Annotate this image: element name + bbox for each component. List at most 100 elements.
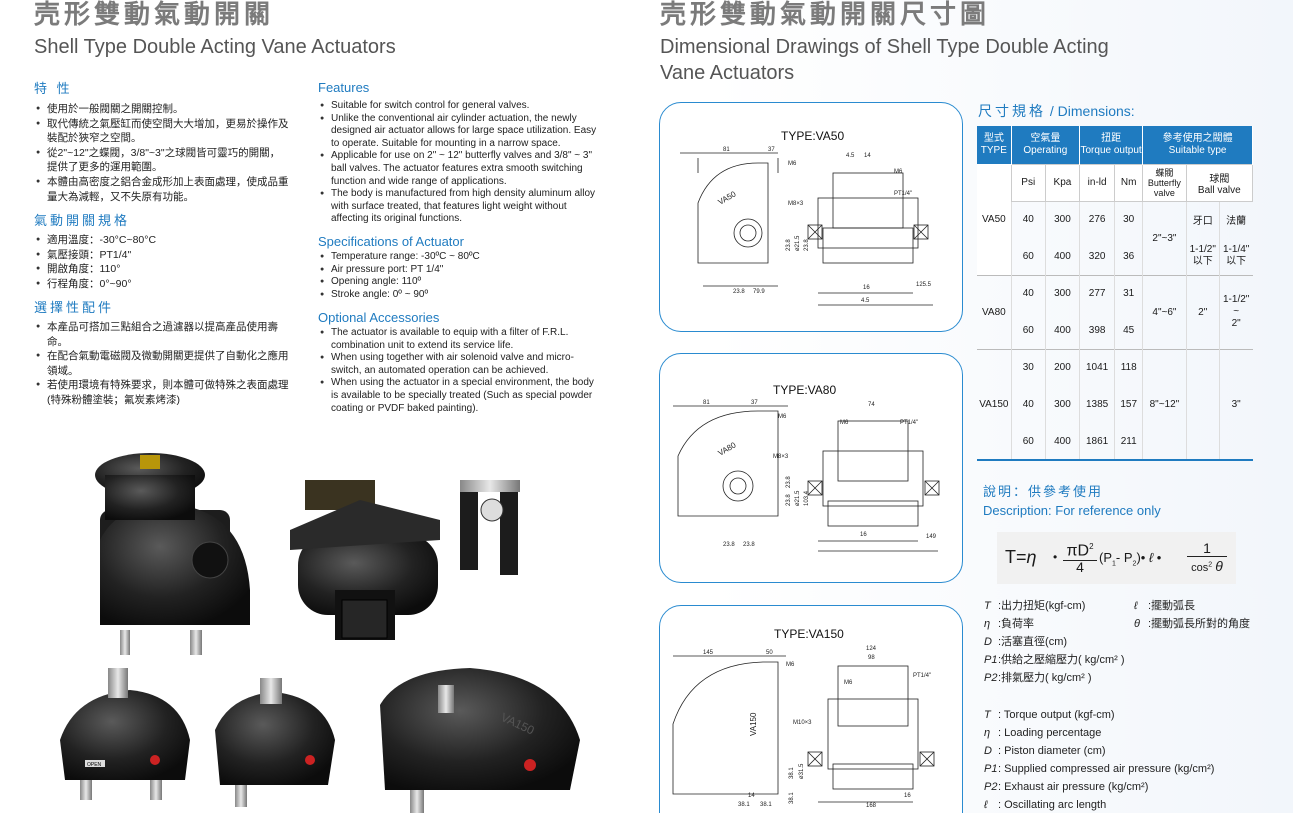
cell-inld: 320: [1079, 238, 1115, 275]
dim-label: 23.8: [786, 494, 792, 506]
dim-label: 37: [768, 147, 775, 153]
cell-inld: 398: [1079, 312, 1115, 349]
formula-cos-denominator: cos2 θ: [1191, 558, 1223, 574]
list-item: The actuator is available to equip with …: [318, 327, 603, 352]
cell-nm: 157: [1114, 386, 1143, 423]
table-row: VA150 30 200 1041 118 8"~12" 3": [977, 349, 1253, 460]
dim-label: 103.4: [804, 490, 810, 506]
th-psi: Psi: [1010, 163, 1046, 202]
dim-label: PT1/4": [900, 420, 918, 426]
cell-kpa: 400: [1044, 423, 1080, 460]
dim-label: ø21.5: [795, 235, 801, 251]
dim-label: 14: [748, 793, 755, 799]
dim-label: 50: [766, 650, 773, 656]
cell-nm: 118: [1114, 349, 1143, 386]
dim-label: M6: [840, 420, 849, 426]
va50-drawing-svg: 81 37 M6 4.5 14 M6 PT1/4" M8×3 23.8 ø21.…: [680, 147, 933, 306]
formula-denominator: 4: [1076, 559, 1084, 575]
dim-label: M10×3: [793, 720, 812, 726]
legend-item: ℓ:擺動弧長: [1134, 600, 1196, 612]
formula-pressure-term: (P1- P2)• ℓ •: [1099, 550, 1162, 568]
spec-zh-list: 適用溫度：-30°C~80°C 氣壓接頭：PT1/4" 開啟角度：110° 行程…: [34, 233, 289, 291]
dimensions-heading-en: Dimensions:: [1057, 103, 1135, 119]
spec-zh-section: 氣動開關規格 適用溫度：-30°C~80°C 氣壓接頭：PT1/4" 開啟角度：…: [34, 210, 289, 291]
cell-inld: 277: [1079, 275, 1115, 312]
list-item: Air pressure port: PT 1/4": [318, 264, 603, 277]
acc-en-heading: Optional Accessories: [318, 310, 440, 325]
list-item: Applicable for use on 2" ~ 12" butterfly…: [318, 150, 603, 188]
acc-en-list: The actuator is available to equip with …: [318, 327, 603, 415]
features-zh-list: 使用於一般閥關之開關控制。 取代傳統之氣壓缸而使空間大大增加，更易於操作及裝配於…: [34, 102, 289, 204]
features-zh-heading: 特 性: [34, 81, 73, 96]
legend-item: P1: Supplied compressed air pressure (kg…: [984, 763, 1215, 775]
acc-zh-heading: 選擇性配件: [34, 300, 115, 315]
note-en: Description: For reference only: [983, 503, 1161, 518]
product-photos: OPEN VA150: [60, 453, 580, 813]
list-item: The body is manufactured from high densi…: [318, 188, 603, 226]
formula-lhs: T=η: [1005, 547, 1037, 567]
list-item: 取代傳統之氣壓缸而使空間大大增加，更易於操作及裝配於狹窄之空間。: [34, 117, 289, 146]
actuator-small-photo: OPEN: [60, 668, 190, 800]
acc-zh-list: 本產品可搭加三點組合之過濾器以提高產品使用壽命。 在配合氣動電磁閥及微動開關更提…: [34, 320, 289, 408]
dim-label: ø21.5: [795, 490, 801, 506]
dimensions-heading-sep: /: [1049, 103, 1054, 119]
drawing-type-label: TYPE:VA150: [774, 627, 844, 641]
list-item: 本體由高密度之鋁合金成形加上表面處理，使成品重量大為減輕，又不失原有功能。: [34, 175, 289, 204]
cell-ball-b: 1-1/4"以下: [1218, 238, 1253, 275]
list-item: When using the actuator in a special env…: [318, 377, 603, 415]
formula-numerator: πD2: [1063, 538, 1097, 562]
dim-label: PT1/4": [913, 673, 931, 679]
left-en-title: Shell Type Double Acting Vane Actuators: [34, 36, 396, 58]
formula-dot: •: [1053, 550, 1058, 564]
dim-label: 81: [723, 147, 730, 153]
dim-label: 23.8: [723, 542, 735, 548]
list-item: 行程角度：0°~90°: [34, 277, 289, 292]
dim-label: M8×3: [788, 201, 804, 207]
dim-label: M6: [778, 414, 787, 420]
dim-label: 38.1: [789, 792, 795, 804]
table-row: 60 400 1861 211: [977, 423, 1253, 460]
dim-label: 14: [864, 153, 871, 159]
cell-inld: 1385: [1079, 386, 1115, 423]
spec-en-list: Temperature range: -30ºC ~ 80ºC Air pres…: [318, 251, 603, 301]
actuator-medium-photo: [215, 678, 335, 807]
right-en-title-line2: Vane Actuators: [660, 62, 795, 84]
th-inld: in-ld: [1079, 163, 1116, 202]
cell-model: VA80: [981, 306, 1006, 318]
cell-ball-a: [1185, 349, 1220, 460]
cell-psi: 30: [1010, 349, 1046, 386]
features-en-list: Suitable for switch control for general …: [318, 100, 603, 226]
cell-butterfly: 8"~12": [1142, 349, 1187, 460]
dim-label: ø31.5: [799, 763, 805, 779]
cell-psi: 40: [1010, 386, 1046, 423]
legend-en: T: Torque output (kgf-cm) η: Loading per…: [984, 706, 1284, 813]
cell-psi: 40: [1010, 201, 1046, 238]
dim-label: 38.1: [760, 802, 772, 808]
dim-label: PT1/4": [894, 191, 912, 197]
dim-label: 4.5: [861, 298, 870, 304]
dim-label: 23.8: [804, 239, 810, 251]
list-item: Suitable for switch control for general …: [318, 100, 603, 113]
cell-kpa: 400: [1044, 312, 1080, 349]
cell-butterfly: 2"~3": [1142, 201, 1187, 275]
cell-kpa: 300: [1044, 275, 1080, 312]
cell-inld: 1861: [1079, 423, 1115, 460]
cell-ball-a: 2": [1185, 275, 1220, 349]
list-item: Stroke angle: 0º ~ 90º: [318, 289, 603, 302]
actuator-with-switchbox-photo: [95, 453, 250, 655]
cell-nm: 30: [1114, 201, 1143, 238]
dim-label: 16: [860, 532, 867, 538]
cell-psi: 60: [1010, 423, 1046, 460]
drawing-model-mark: VA50: [717, 189, 738, 207]
cell-ball-a: 牙口: [1185, 201, 1220, 238]
features-en-section: Features Suitable for switch control for…: [318, 80, 603, 226]
cell-kpa: 400: [1044, 238, 1080, 275]
dim-label: 125.5: [916, 282, 932, 288]
list-item: 氣壓接頭：PT1/4": [34, 248, 289, 263]
drawing-type-label: TYPE:VA50: [781, 129, 845, 143]
list-item: When using together with air solenoid va…: [318, 352, 603, 377]
